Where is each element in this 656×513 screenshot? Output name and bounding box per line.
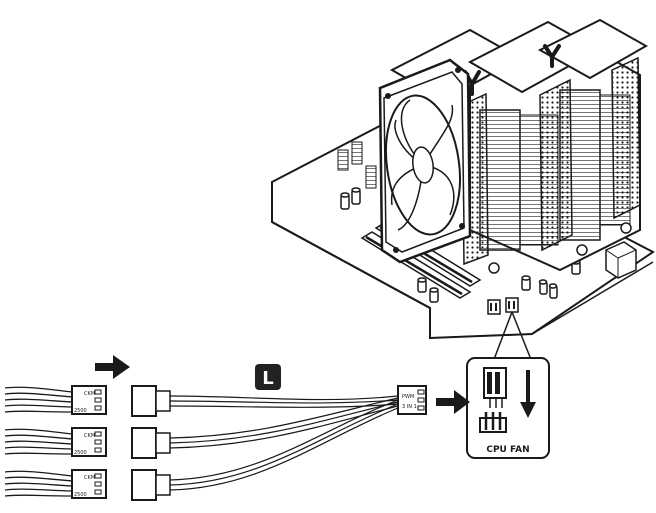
board-chip — [605, 241, 637, 279]
fan-connector-2: CKM 2500 — [71, 427, 107, 457]
front-fan — [378, 58, 472, 264]
fan-connector-1: CKM 2500 — [71, 385, 107, 415]
mounting-screws — [488, 222, 632, 274]
callout-leader — [492, 311, 533, 363]
fan-header-board-2 — [505, 297, 519, 313]
capacitors — [340, 187, 581, 303]
fan-plug-icon — [483, 367, 507, 408]
step-badge: L — [255, 364, 281, 390]
fan-connector-sub: 2500 — [74, 450, 87, 456]
splitter-socket-1 — [131, 385, 171, 417]
fan-connector-label: CKM — [84, 475, 95, 481]
fan-cable-2 — [4, 428, 73, 455]
splitter-socket-3 — [131, 469, 171, 501]
cpu-fan-callout: CPU FAN — [466, 357, 550, 459]
fan-header-board-1 — [487, 299, 501, 315]
fan-connector-sub: 2500 — [74, 492, 87, 498]
splitter-socket-2 — [131, 427, 171, 459]
fan-header-icon — [479, 412, 507, 433]
fan-cable-3 — [4, 470, 73, 497]
cpu-cooler — [378, 18, 649, 274]
splitter-plug-label: PWM — [402, 394, 414, 400]
fan-connector-label: CKM — [84, 391, 95, 397]
fan-connector-sub: 2500 — [74, 408, 87, 414]
splitter-cable — [169, 395, 399, 491]
arrow-right-icon — [95, 355, 130, 379]
fan-connector-3: CKM 2500 — [71, 469, 107, 499]
cpu-fan-label: CPU FAN — [486, 445, 529, 455]
fan-cable-1 — [4, 386, 73, 413]
splitter-plug-sub: 3 IN 1 — [402, 404, 417, 410]
fan-connector-label: CKM — [84, 433, 95, 439]
step-badge-letter: L — [262, 368, 273, 389]
board-slots-left — [337, 141, 377, 189]
arrow-right-icon — [436, 390, 470, 414]
splitter-plug: PWM 3 IN 1 — [397, 385, 427, 415]
arrow-down-icon — [520, 370, 536, 418]
brand-logo-icon — [543, 44, 561, 68]
